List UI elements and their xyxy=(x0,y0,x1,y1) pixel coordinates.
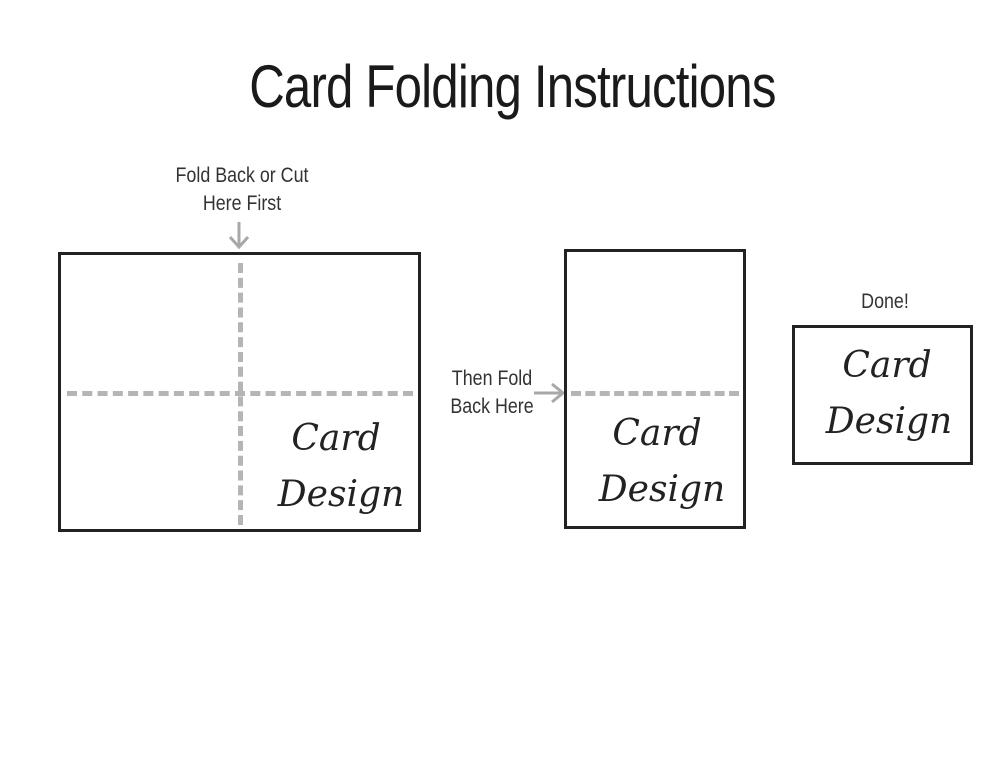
then-fold-label-line2: Back Here xyxy=(450,395,534,418)
finished-card: Card Design xyxy=(792,325,973,465)
then-fold-label-line1: Then Fold xyxy=(451,367,533,390)
vertical-fold-line xyxy=(238,263,243,525)
card-text-line2: Design xyxy=(598,469,726,510)
card-text-line1: Card xyxy=(612,413,702,454)
horizontal-fold-line xyxy=(571,391,739,396)
fold-first-label: Fold Back or Cut Here First xyxy=(157,162,327,218)
fold-first-label-line2: Here First xyxy=(202,192,282,215)
done-label: Done! xyxy=(861,290,909,313)
then-fold-label: Then Fold Back Here xyxy=(441,365,543,421)
page-title: Card Folding Instructions xyxy=(249,53,776,120)
card-text-line2: Design xyxy=(825,401,953,442)
unfolded-card: Card Design xyxy=(58,252,421,532)
card-design-text: Card Design xyxy=(807,338,967,450)
card-text-line2: Design xyxy=(277,474,405,515)
half-folded-card: Card Design xyxy=(564,249,746,529)
card-design-text: Card Design xyxy=(577,406,737,518)
card-text-line1: Card xyxy=(291,418,381,459)
card-design-text: Card Design xyxy=(261,411,411,523)
card-text-line1: Card xyxy=(842,345,932,386)
fold-first-label-line1: Fold Back or Cut xyxy=(175,164,309,187)
right-arrow-icon xyxy=(534,382,566,404)
down-arrow-icon xyxy=(228,222,250,250)
